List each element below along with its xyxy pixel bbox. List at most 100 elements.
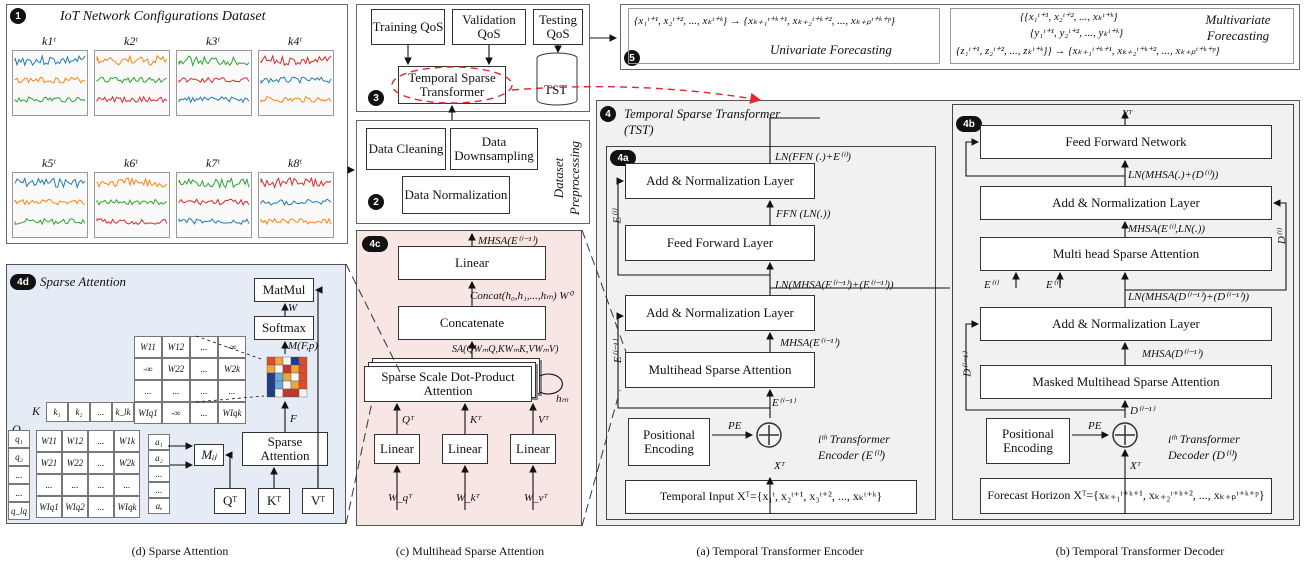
multivariate-line2: {y₁ᵗ⁺¹, y₂ᵗ⁺², ..., yₖᵗ⁺ᵏ} [1030, 27, 1124, 39]
mh-label-sa: SA(QWₘQ,KWₘK,VWₘV) [452, 344, 559, 355]
thumb-label-2: k2ᵗ [124, 34, 138, 48]
mh-label-wk: W_kᵀ [456, 492, 480, 504]
mh-label-out: MHSA(E⁽ⁱ⁻¹⁾) [478, 235, 538, 247]
mh-label-hm: hₘ [556, 393, 569, 405]
k-cell: k_lk [112, 402, 134, 422]
univariate-panel [628, 8, 940, 64]
sp-label-w: W [288, 302, 298, 314]
w-cell: WIq2 [62, 496, 88, 518]
dec-positional-encoding: Positional Encoding [986, 418, 1070, 464]
q-cell: ... [8, 466, 30, 484]
badge-4d: 4d [10, 274, 36, 290]
sp-v-input: Vᵀ [302, 488, 334, 514]
sp-mij: Mᵢⱼ [194, 444, 224, 466]
enc-label-x: Xᵀ [774, 460, 785, 472]
dec-side-top: D⁽ⁱ⁾ [1276, 228, 1289, 245]
thumb-label-5: k5ᵗ [42, 156, 56, 170]
sp-k-input: Kᵀ [258, 488, 290, 514]
enc-label-ln: LN(MHSA(E⁽ⁱ⁻¹⁾)+(E⁽ⁱ⁻¹⁾)) [775, 279, 894, 291]
data-normalization-box: Data Normalization [402, 176, 510, 214]
dec-label-masked: MHSA(D⁽ⁱ⁻¹⁾) [1142, 348, 1204, 360]
badge-4b: 4b [956, 116, 982, 132]
thumbnail-chart-3 [176, 50, 252, 116]
univariate-formula: {x₁ᵗ⁺¹, x₂ᵗ⁺², ..., xₖᵗ⁺ᵏ} → {xₖ₊₁ᵗ⁺ᵏ⁺¹,… [634, 15, 896, 27]
validation-qos-box: Validation QoS [452, 9, 526, 45]
multivariate-line1: {{x₁ᵗ⁺¹, x₂ᵗ⁺², ..., xₖᵗ⁺ᵏ} [1020, 11, 1118, 23]
decoder-panel [952, 104, 1294, 520]
caption-c: (c) Multihead Sparse Attention [395, 544, 545, 558]
dec-label-y: Yᵀ [1122, 108, 1133, 120]
enc-name: iᵗʰ Transformer Encoder (E⁽ⁱ⁾) [818, 432, 890, 462]
enc-label-mhsa: MHSA(E⁽ⁱ⁻¹⁾) [780, 337, 840, 349]
m-cell: WIq1 [134, 402, 162, 424]
q-cell: ... [8, 484, 30, 502]
dec-label-d: D⁽ⁱ⁻¹⁾ [1130, 405, 1155, 417]
dec-label-top: LN(MHSA(.)+(D⁽ⁱ⁾)) [1128, 169, 1219, 181]
dec-label-e1: E⁽ⁱ⁾ [984, 279, 999, 291]
dec-label-pe: PE [1088, 420, 1102, 432]
enc-add-norm-top: Add & Normalization Layer [625, 163, 815, 199]
m-cell: ... [162, 380, 190, 402]
badge-4: 4 [600, 106, 616, 122]
enc-ffn: Feed Forward Layer [625, 225, 815, 261]
dec-label-x: Xᵀ [1130, 460, 1141, 472]
w-cell: W21 [36, 452, 62, 474]
dec-ffn: Feed Forward Network [980, 125, 1272, 159]
badge-4a: 4a [610, 150, 636, 166]
m-cell: ... [190, 402, 218, 424]
tst-box: Temporal Sparse Transformer [398, 66, 506, 104]
w-cell: W11 [36, 430, 62, 452]
w-cell: W2k [114, 452, 140, 474]
badge-3: 3 [368, 90, 384, 106]
caption-b: (b) Temporal Transformer Decoder [1055, 544, 1225, 558]
m-cell: ... [218, 380, 246, 402]
multivariate-panel [950, 8, 1294, 64]
forecasting-panel [620, 4, 1300, 70]
mh-label-v: Vᵀ [538, 414, 549, 426]
sp-label-m: M(F,p) [288, 340, 319, 352]
w-cell: ... [88, 474, 114, 496]
a-cell: a₁ [148, 434, 170, 450]
m-cell: ... [190, 380, 218, 402]
w-cell: W1k [114, 430, 140, 452]
mh-sdpa: Sparse Scale Dot-Product Attention [364, 366, 532, 402]
enc-positional-encoding: Positional Encoding [628, 418, 710, 466]
caption-d: (d) Sparse Attention [131, 544, 229, 558]
multivariate-line3: {z₁ᵗ⁺¹, z₂ᵗ⁺², ..., zₖᵗ⁺ᵏ}} → {xₖ₊₁ᵗ⁺ᵏ⁺¹… [956, 45, 1220, 57]
enc-label-pe: PE [728, 420, 742, 432]
data-downsampling-box: Data Downsampling [450, 128, 538, 170]
qos-panel [356, 4, 590, 112]
w-cell: W22 [62, 452, 88, 474]
enc-side-bot: E⁽ⁱ⁻¹⁾ [612, 339, 625, 364]
thumbnail-chart-1 [12, 50, 88, 116]
sp-q-label: Q [12, 422, 21, 436]
mh-linear-top: Linear [398, 246, 546, 280]
a-cell: a₂ [148, 450, 170, 466]
q-cell: q_lq [8, 502, 30, 520]
dataset-title: IoT Network Configurations Dataset [60, 9, 266, 24]
multivariate-label: Multivariate Forecasting [1205, 12, 1271, 43]
sp-softmax: Softmax [254, 316, 314, 340]
dec-masked-mhsa: Masked Multihead Sparse Attention [980, 365, 1272, 399]
k-cell: ... [90, 402, 112, 422]
w-cell: W12 [62, 430, 88, 452]
w-cell: ... [88, 452, 114, 474]
mh-linear-v: Linear [510, 434, 556, 464]
tst-label: Temporal Sparse Transformer (TST) [624, 106, 781, 138]
caption-a: (a) Temporal Transformer Encoder [696, 544, 864, 558]
enc-side-top: E⁽ⁱ⁾ [611, 209, 624, 224]
dec-add-norm-bot: Add & Normalization Layer [980, 307, 1272, 341]
mh-label-k: Kᵀ [470, 414, 482, 426]
thumbnail-chart-5 [12, 172, 88, 238]
w-cell: ... [114, 474, 140, 496]
m-cell: ... [134, 380, 162, 402]
a-cell: ... [148, 482, 170, 498]
enc-label-ffn: FFN (LN(.)) [776, 208, 831, 220]
tst-db-label: TST [544, 82, 568, 97]
m-cell: W2k [218, 358, 246, 380]
sp-sparse-attention: Sparse Attention [242, 432, 328, 466]
data-cleaning-box: Data Cleaning [366, 128, 446, 170]
sp-k-label: K [32, 404, 41, 418]
thumbnail-chart-4 [258, 50, 334, 116]
dec-label-mhsa: MHSA(E⁽ⁱ⁾,LN(.)) [1128, 223, 1206, 235]
